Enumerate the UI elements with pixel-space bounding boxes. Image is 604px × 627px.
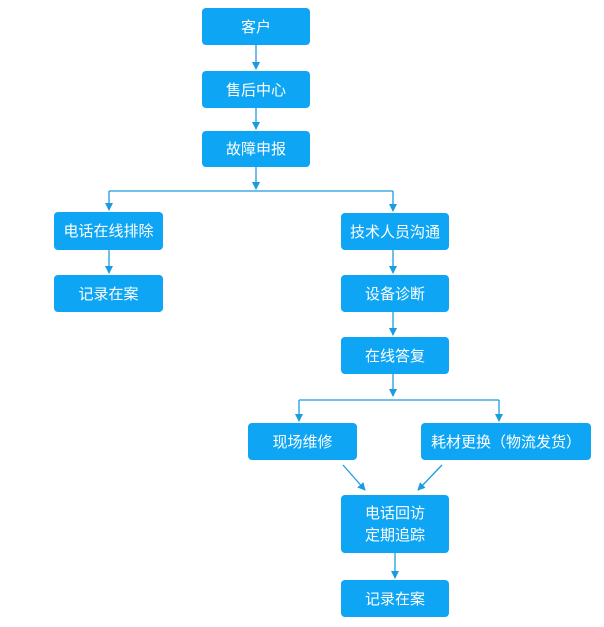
node-phone-troubleshoot-label: 电话在线排除 <box>63 222 154 240</box>
node-parts-replacement-label: 耗材更换（物流发货） <box>430 432 581 451</box>
node-fault-report[interactable]: 故障申报 <box>202 131 310 167</box>
node-online-reply-label: 在线答复 <box>364 346 425 365</box>
node-online-reply[interactable]: 在线答复 <box>341 337 449 374</box>
node-tech-communication[interactable]: 技术人员沟通 <box>341 213 449 250</box>
node-callback-line2: 定期追踪 <box>364 526 425 544</box>
node-record-left[interactable]: 记录在案 <box>54 275 163 312</box>
node-callback-tracking[interactable]: 电话回访 定期追踪 <box>341 495 449 553</box>
node-tech-communication-label: 技术人员沟通 <box>349 222 440 241</box>
node-phone-troubleshoot[interactable]: 电话在线排除 <box>54 212 163 250</box>
node-record-bottom[interactable]: 记录在案 <box>341 580 449 617</box>
node-onsite-repair-label: 现场维修 <box>272 432 333 451</box>
node-record-bottom-label: 记录在案 <box>364 589 425 608</box>
node-after-sales-center[interactable]: 售后中心 <box>202 71 310 108</box>
node-onsite-repair[interactable]: 现场维修 <box>248 423 357 460</box>
node-parts-replacement[interactable]: 耗材更换（物流发货） <box>421 423 591 460</box>
node-record-left-label: 记录在案 <box>78 284 139 303</box>
node-after-sales-center-label: 售后中心 <box>225 80 286 99</box>
node-fault-report-label: 故障申报 <box>225 140 286 158</box>
arrow-parts-to-callback <box>417 464 443 491</box>
node-device-diagnosis[interactable]: 设备诊断 <box>341 275 449 312</box>
node-device-diagnosis-label: 设备诊断 <box>364 284 425 303</box>
node-customer[interactable]: 客户 <box>202 8 310 45</box>
node-customer-label: 客户 <box>240 17 271 36</box>
arrow-repair-to-callback <box>342 464 366 491</box>
node-callback-line1: 电话回访 <box>364 504 425 522</box>
